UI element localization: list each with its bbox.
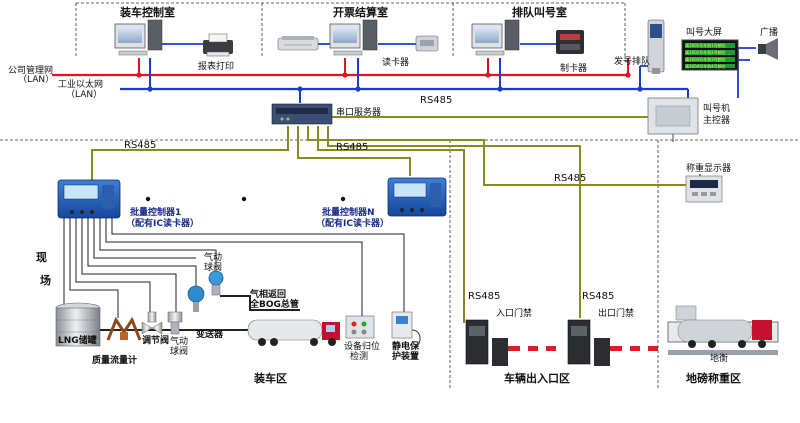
pneumatic-valve-label-1: 气动 [170,337,189,347]
weigh-display-label: 称重显示器 [686,164,732,174]
rs485-label-d: RS485 [554,173,587,184]
broadcast-speaker-icon [758,38,778,60]
batch-ctrl-n-label-1: 批量控制器N [322,208,375,218]
reset-detect-label-1: 设备归位 [344,342,381,352]
rs485-label-a: RS485 [420,95,453,106]
entry-gate-label: 入口门禁 [496,309,533,319]
ellipsis-dots [145,196,346,202]
site-label-2: 场 [40,274,51,287]
reset-detect-label-2: 检测 [350,352,369,362]
gas-return-label-2: 全BOG总管 [250,300,299,310]
flow-meter-icon [106,316,142,341]
queue-kiosk-label: 发号排队 [614,57,651,67]
regulating-valve-icon [141,311,163,335]
rs485-label-f: RS485 [582,291,615,302]
network-nodes [136,72,643,92]
ethernet-sub: （LAN） [66,90,103,100]
call-screen-row: 请1002号车到2号鹤位 [685,50,726,55]
weigh-display-icon [685,175,723,203]
control-wires [63,218,405,319]
call-screen-icon [681,39,739,71]
call-screen-row: 请1004号车到4号鹤位 [685,64,726,69]
exit-gate-icon [567,319,658,366]
serial-server-icon [271,103,333,125]
call-controller-icon [647,97,699,142]
call-controller-label-1: 叫号机 [703,104,731,114]
reset-detection-icon [345,315,375,339]
zone-weighbridge-label: 地磅称重区 [686,372,741,385]
zone-vehicle-gate-label: 车辆出入口区 [504,372,570,385]
transmitter-label: 变送器 [196,330,224,340]
site-label-1: 现 [36,251,47,264]
rs485-label-e: RS485 [468,291,501,302]
reg-valve-label: 调节阀 [142,336,170,346]
room-loading-control: 装车控制室 [120,6,175,19]
pneumatic-valve-label-2: 球阀 [170,347,189,357]
batch-ctrl-1-label-2: （配有IC读卡器） [126,219,199,229]
call-controller-label-2: 主控器 [703,116,731,126]
pc-loading-control [114,19,163,56]
room-queue-call: 排队叫号室 [512,6,567,19]
call-screen-row: 请1001号车到1号鹤位 [685,43,726,48]
weighbridge-icon [667,305,779,355]
static-protect-label-2: 护装置 [392,352,420,362]
card-maker-icon [556,30,584,54]
lng-tank-icon [55,302,101,347]
batch-ctrl-1-label-1: 批量控制器1 [130,208,182,218]
ethernet-label: 工业以太网 [58,80,104,90]
tanker-truck-icon [247,319,340,346]
ticket-printer-icon [277,36,319,51]
batch-controller-1-icon [57,179,121,219]
pc-ticketing [329,19,378,56]
static-protection-icon [391,311,421,347]
room-ticketing: 开票结算室 [333,6,388,19]
batch-ctrl-n-label-2: （配有IC读卡器） [316,219,389,229]
pneumatic-valve-top-label-2: 球阀 [204,263,223,273]
pc-queue [471,19,520,56]
batch-controller-n-icon [387,177,447,217]
company-lan-label: 公司管理网 [8,66,54,76]
serial-server-label: 串口服务器 [336,108,382,118]
rs485-label-b: RS485 [124,140,157,151]
transmitter-icon [187,285,205,312]
pneumatic-valve-lower-icon [167,311,183,335]
report-printer-icon [203,33,233,57]
pneumatic-valve-top-label-1: 气动 [204,253,223,263]
company-lan-sub: （LAN） [18,75,55,85]
queue-kiosk-icon [647,19,665,74]
zone-loading-label: 装车区 [254,372,287,385]
entry-gate-icon [465,319,556,366]
card-reader-icon [415,35,439,52]
scale-label: 地衡 [710,354,729,364]
call-screen-label: 叫号大屏 [686,28,723,38]
call-screen-rows: 请1001号车到1号鹤位 请1002号车到2号鹤位 请1003号车到3号鹤位 请… [685,42,737,70]
card-reader-label: 读卡器 [382,58,410,68]
report-printer-label: 报表打印 [198,62,235,72]
broadcast-label: 广播 [760,28,779,38]
gas-return-label-1: 气相返回 [250,290,287,300]
lng-tank-label: LNG储罐 [58,336,97,346]
pneumatic-valve-upper-icon [208,270,224,296]
exit-gate-label: 出口门禁 [598,309,635,319]
flow-meter-label: 质量流量计 [92,356,138,366]
static-protect-label-1: 静电保 [392,342,420,352]
call-screen-row: 请1003号车到3号鹤位 [685,57,726,62]
rs485-label-c: RS485 [336,142,369,153]
card-maker-label: 制卡器 [560,64,588,74]
